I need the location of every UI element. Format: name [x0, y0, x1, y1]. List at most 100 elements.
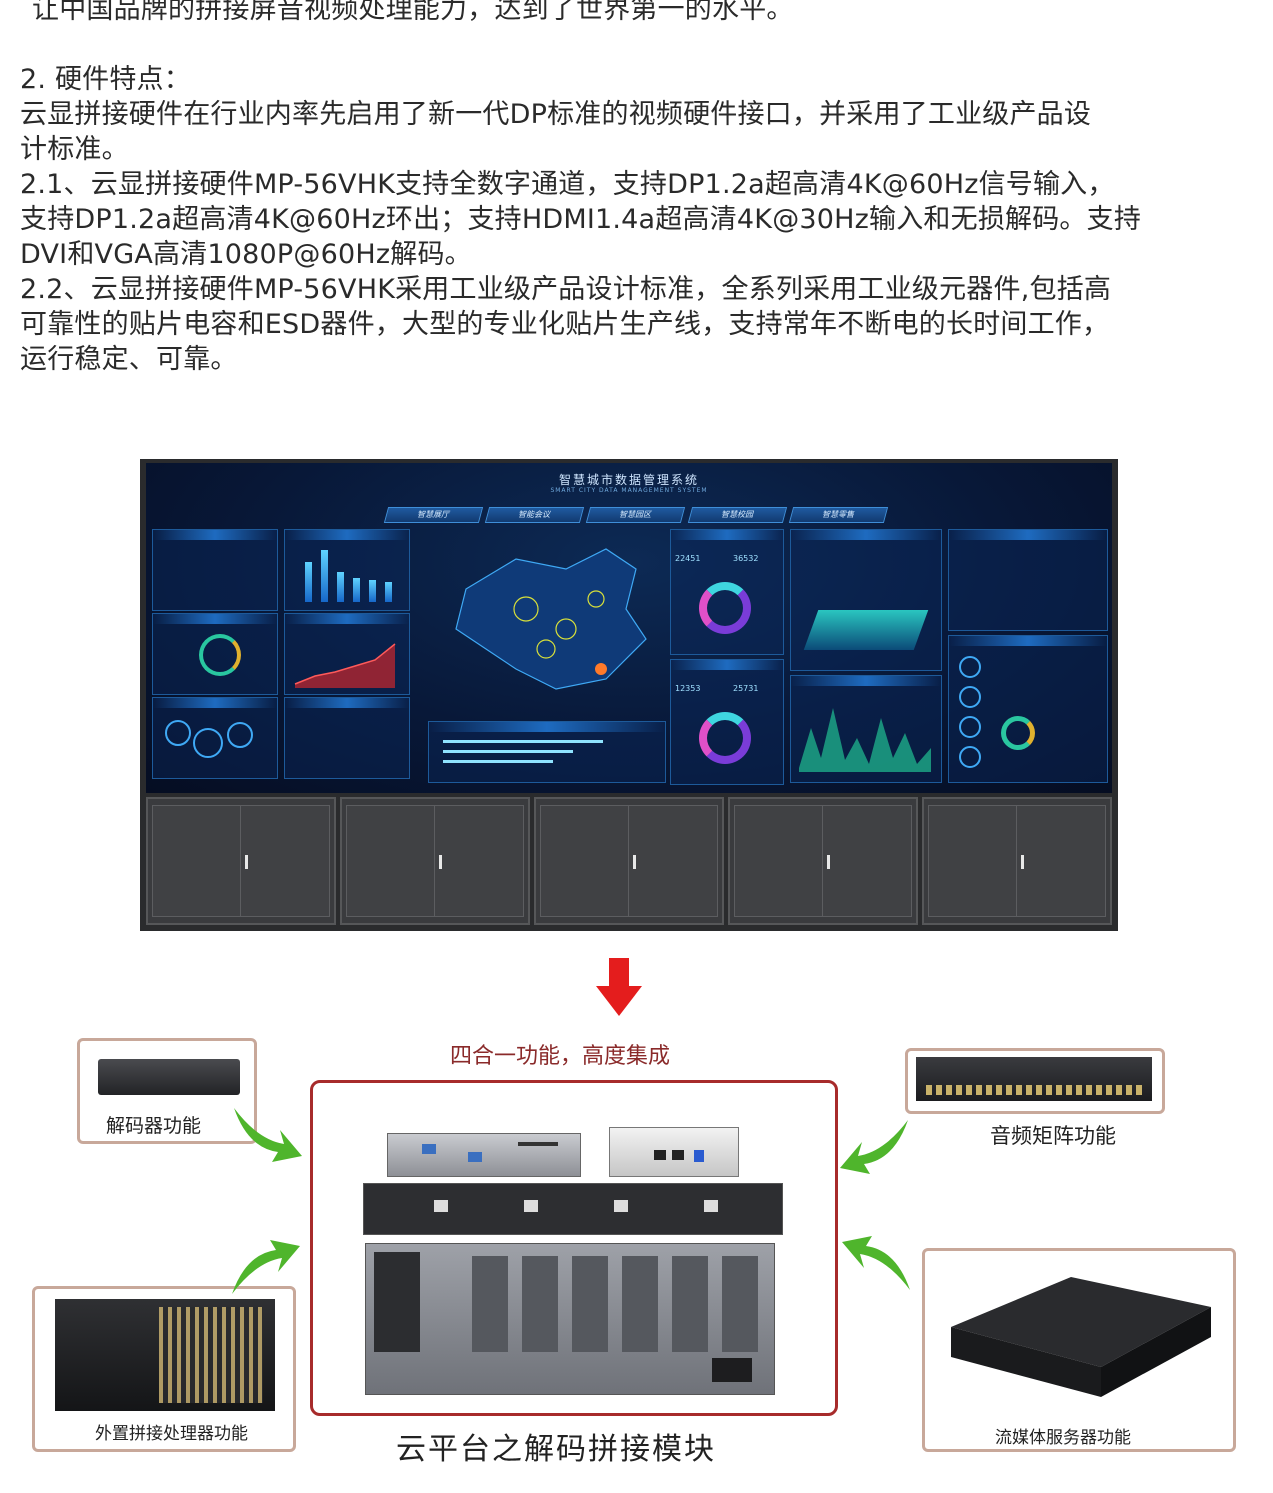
- external-processor-label: 外置拼接处理器功能: [95, 1424, 248, 1444]
- green-arrow-icon: [232, 1240, 300, 1294]
- down-arrow-icon: [596, 958, 642, 1016]
- panel-gauge: [152, 613, 278, 695]
- vga-port: [468, 1152, 482, 1162]
- stat-circle: [959, 746, 981, 768]
- bar: [337, 572, 344, 602]
- dashboard-tab: 智慧校园: [687, 507, 787, 523]
- io-card: [672, 1256, 708, 1352]
- vent: [518, 1142, 558, 1146]
- lan-port: [654, 1150, 666, 1160]
- bubble: [165, 720, 191, 746]
- video-wall-photo: 智慧城市数据管理系统 SMART CITY DATA MANAGEMENT SY…: [140, 459, 1118, 931]
- stat-value: 12353: [675, 684, 701, 693]
- lan-port: [704, 1200, 718, 1212]
- bar: [353, 578, 360, 602]
- area-chart-graphic: [294, 643, 396, 688]
- section-heading: 2. 硬件特点：: [20, 64, 191, 95]
- panel-circles: [948, 635, 1108, 783]
- control-card: [374, 1252, 420, 1352]
- panel-people: [152, 529, 278, 611]
- panel-3d-city: [790, 529, 942, 671]
- city-block: [803, 610, 929, 650]
- dashboard-tab: 智慧园区: [586, 507, 686, 523]
- power-socket: [712, 1358, 752, 1382]
- cabinet: [534, 797, 724, 925]
- cabinet: [146, 797, 336, 925]
- green-arrow-icon: [234, 1108, 302, 1162]
- decoder-label: 解码器功能: [106, 1115, 202, 1137]
- io-card: [622, 1256, 658, 1352]
- bubble: [227, 722, 253, 748]
- panel-network: [948, 529, 1108, 631]
- paragraph-line: 可靠性的贴片电容和ESD器件，大型的专业化贴片生产线，支持常年不断电的长时间工作…: [20, 309, 1110, 340]
- paragraph-line: 计标准。: [20, 134, 129, 165]
- panel-list: [284, 697, 410, 779]
- paragraph-line: 2.2、云显拼接硬件MP-56VHK采用工业级产品设计标准，全系列采用工业级元器…: [20, 274, 1112, 305]
- cabinet: [340, 797, 530, 925]
- progress-line: [443, 760, 553, 763]
- stat-value: 25731: [733, 684, 759, 693]
- audio-matrix-label: 音频矩阵功能: [990, 1124, 1116, 1148]
- io-connectors: [159, 1307, 263, 1403]
- bar: [321, 550, 328, 602]
- china-map-graphic: [455, 548, 647, 690]
- dashboard-tab: 智慧展厅: [383, 507, 484, 523]
- external-processor-device: [55, 1299, 275, 1411]
- mini-server-device: [609, 1127, 739, 1177]
- io-card: [472, 1256, 508, 1352]
- decoder-device: [98, 1059, 240, 1095]
- ring-chart: [1001, 716, 1035, 750]
- stat-circle: [959, 656, 981, 678]
- panel-donut-1: 22451 36532: [670, 529, 784, 655]
- io-card: [722, 1256, 758, 1352]
- paragraph-line: 2.1、云显拼接硬件MP-56VHK支持全数字通道，支持DP1.2a超高清4K@…: [20, 169, 1115, 200]
- dashboard-tabs: 智慧展厅 智能会议 智慧园区 智慧校园 智慧零售: [383, 507, 889, 523]
- audio-matrix-device: [916, 1057, 1152, 1101]
- green-arrow-icon: [842, 1236, 910, 1290]
- panel-area-chart: [284, 613, 410, 695]
- stat-circle: [959, 716, 981, 738]
- panel-spike-chart: [790, 675, 942, 783]
- paragraph-1: 云显拼接硬件在行业内率先启用了新一代DP标准的视频硬件接口，并采用了工业级产品设…: [20, 97, 1091, 167]
- external-processor-box: 外置拼接处理器功能: [32, 1286, 296, 1452]
- decoder-box: 解码器功能: [77, 1038, 257, 1144]
- stat-value: 36532: [733, 554, 759, 563]
- paragraph-2-1: 2.1、云显拼接硬件MP-56VHK支持全数字通道，支持DP1.2a超高清4K@…: [20, 167, 1141, 272]
- mini-pc-device: [387, 1133, 581, 1177]
- streaming-server-box: 流媒体服务器功能: [922, 1248, 1236, 1452]
- panel-bars: [284, 529, 410, 611]
- paragraph-line: 支持DP1.2a超高清4K@60Hz环出；支持HDMI1.4a超高清4K@30H…: [20, 204, 1142, 235]
- paragraph-line: 运行稳定、可靠。: [20, 344, 238, 375]
- lan-port: [524, 1200, 538, 1212]
- donut-chart: [699, 582, 751, 634]
- vga-port: [422, 1144, 436, 1154]
- stat-value: 22451: [675, 554, 701, 563]
- cabinet: [728, 797, 918, 925]
- paragraph-line: 云显拼接硬件在行业内率先启用了新一代DP标准的视频硬件接口，并采用了工业级产品设: [20, 99, 1092, 130]
- stat-circle: [959, 686, 981, 708]
- progress-line: [443, 740, 603, 743]
- bubble: [193, 728, 223, 758]
- gauge-ring: [199, 634, 241, 676]
- lan-port: [434, 1200, 448, 1212]
- spike-chart-graphic: [799, 708, 931, 772]
- module-caption: 云平台之解码拼接模块: [396, 1432, 716, 1467]
- usb-port: [694, 1150, 704, 1162]
- dashboard-screen: 智慧城市数据管理系统 SMART CITY DATA MANAGEMENT SY…: [146, 463, 1112, 793]
- io-card: [572, 1256, 608, 1352]
- decoding-splicing-module-box: [310, 1080, 838, 1416]
- bar: [305, 562, 312, 602]
- green-arrow-icon: [840, 1120, 908, 1174]
- panel-donut-2: 12353 25731: [670, 659, 784, 785]
- intro-line: 让中国品牌的拼接屏音视频处理能力，达到了世界第一的水平。: [32, 0, 794, 25]
- integration-caption: 四合一功能，高度集成: [450, 1044, 671, 1069]
- audio-matrix-box: [905, 1048, 1165, 1114]
- lan-port: [614, 1200, 628, 1212]
- panel-bubbles: [152, 697, 278, 779]
- paragraph-line: DVI和VGA高清1080P@60Hz解码。: [20, 239, 472, 270]
- panel-progress-bars: [428, 721, 666, 783]
- progress-line: [443, 750, 573, 753]
- audio-connectors: [926, 1085, 1142, 1095]
- io-card: [522, 1256, 558, 1352]
- rack-1u-device: [363, 1183, 783, 1235]
